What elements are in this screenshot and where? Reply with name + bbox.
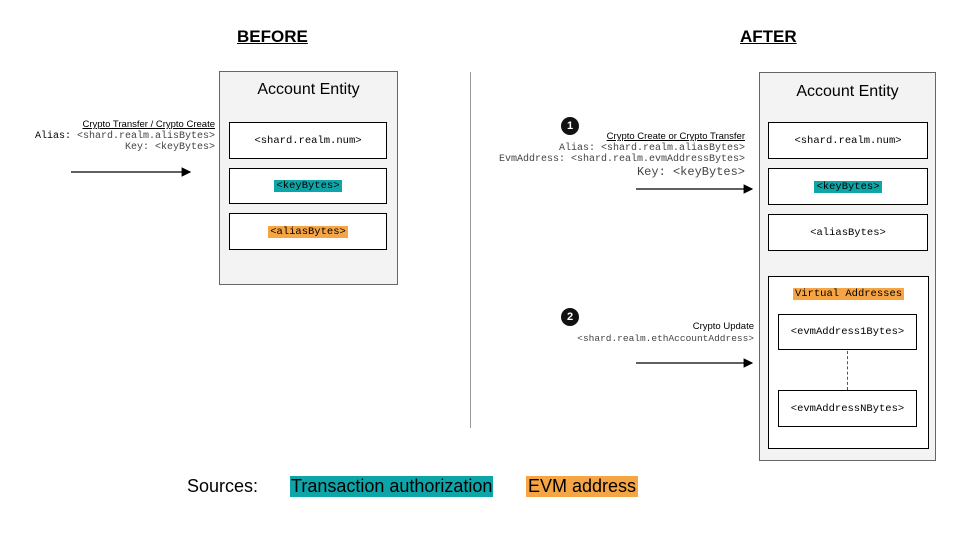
after-entity-title: Account Entity	[796, 83, 899, 100]
virtual-address-label: <evmAddressNBytes>	[790, 402, 905, 415]
after-field-aliasbytes: <aliasBytes>	[768, 214, 928, 251]
virtual-address-dashed-connector	[847, 351, 848, 390]
step-1-source-label: Crypto Create or Crypto Transfer Alias: …	[499, 131, 745, 179]
key-key: Key:	[636, 165, 666, 179]
before-field-keybytes: <keyBytes>	[229, 168, 387, 204]
after-field-label: <aliasBytes>	[810, 226, 886, 239]
alias-value: <shard.realm.aliasBytes>	[600, 143, 745, 154]
after-field-keybytes: <keyBytes>	[768, 168, 928, 205]
after-field-label: <shard.realm.num>	[794, 134, 902, 147]
legend-item-text: EVM address	[528, 476, 637, 496]
legend-item-evm-address: EVM address	[526, 476, 639, 497]
step-2-value: <shard.realm.ethAccountAddress>	[577, 333, 754, 344]
step-2-badge: 2	[561, 308, 579, 326]
before-heading: BEFORE	[237, 27, 308, 46]
after-field-label: <keyBytes>	[814, 180, 882, 193]
key-value: <keyBytes>	[154, 142, 215, 153]
center-divider	[470, 72, 471, 428]
step-1-badge: 1	[561, 117, 579, 135]
step-2-source-label: Crypto Update <shard.realm.ethAccountAdd…	[577, 321, 754, 344]
evm-value: <shard.realm.evmAddressBytes>	[570, 154, 745, 165]
before-field-aliasbytes: <aliasBytes>	[229, 213, 387, 250]
step-1-line: Key: <keyBytes>	[499, 165, 745, 179]
before-entity-title: Account Entity	[257, 81, 360, 98]
step-1-title: Crypto Create or Crypto Transfer	[606, 131, 745, 142]
alias-key: Alias:	[34, 131, 71, 142]
key-value: <keyBytes>	[672, 165, 745, 179]
evm-key: EvmAddress:	[498, 154, 565, 165]
before-field-label: <shard.realm.num>	[254, 134, 362, 147]
before-field-label: <aliasBytes>	[268, 225, 348, 238]
before-source-label: Crypto Transfer / Crypto Create Alias: <…	[35, 119, 215, 153]
step-1-line: Alias: <shard.realm.aliasBytes>	[499, 143, 745, 154]
virtual-address-item-n: <evmAddressNBytes>	[778, 390, 917, 427]
before-source-title: Crypto Transfer / Crypto Create	[82, 119, 215, 130]
legend-item-transaction-authorization: Transaction authorization	[290, 476, 494, 497]
before-source-line: Key: <keyBytes>	[35, 142, 215, 153]
legend-item-text: Transaction authorization	[291, 476, 493, 496]
legend-label: Sources:	[187, 476, 259, 496]
before-field-label: <keyBytes>	[274, 180, 342, 192]
alias-value: <shard.realm.alisBytes>	[76, 131, 215, 142]
virtual-addresses-title-text: Virtual Addresses	[792, 288, 905, 300]
after-field-shard-realm-num: <shard.realm.num>	[768, 122, 928, 159]
virtual-addresses-title: Virtual Addresses	[769, 288, 928, 300]
virtual-address-item-1: <evmAddress1Bytes>	[778, 314, 917, 350]
step-1-line: EvmAddress: <shard.realm.evmAddressBytes…	[499, 154, 745, 165]
before-source-line: Alias: <shard.realm.alisBytes>	[35, 131, 215, 142]
before-field-shard-realm-num: <shard.realm.num>	[229, 122, 387, 159]
step-2-title: Crypto Update	[692, 321, 754, 332]
virtual-address-label: <evmAddress1Bytes>	[790, 326, 905, 338]
alias-key: Alias:	[558, 143, 595, 154]
after-heading: AFTER	[740, 27, 797, 46]
key-key: Key:	[124, 142, 149, 153]
